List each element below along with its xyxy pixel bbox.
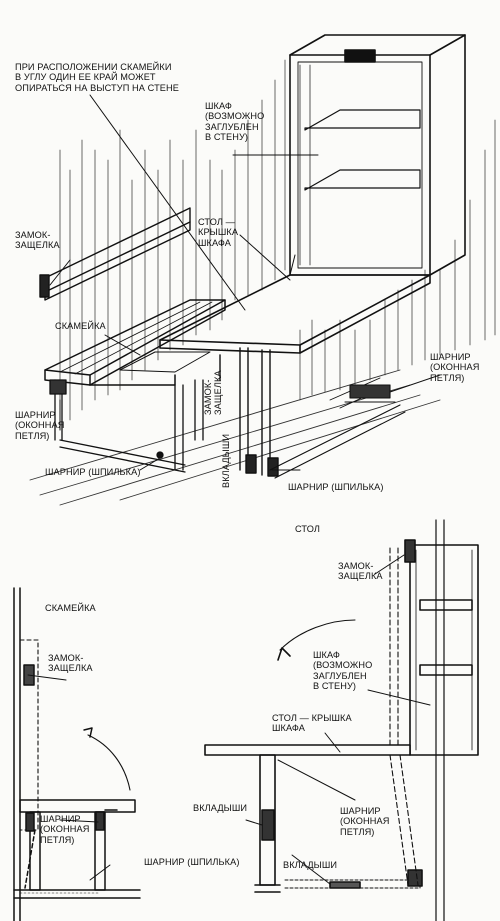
- bench-legs-iso: [49, 379, 204, 473]
- leader-lines-top: [49, 94, 441, 471]
- label-inserts-vertical: ВКЛАДЫШИ: [221, 433, 231, 488]
- bench-side-view: [13, 587, 141, 921]
- latch-bar-iso: [39, 207, 191, 301]
- leader-lines-bottom: [27, 554, 431, 885]
- cabinet-iso: [289, 34, 466, 276]
- label-table-top: СТОЛ — КРЫШКА ШКАФА: [198, 217, 239, 248]
- label-table-heading: СТОЛ: [295, 524, 321, 534]
- label-table-latch: ЗАМОК- ЗАЩЕЛКА: [338, 561, 383, 582]
- label-latch-vertical: ЗАМОК- ЗАЩЕЛКА: [203, 370, 224, 415]
- label-table-top-side: СТОЛ — КРЫШКА ШКАФА: [272, 713, 352, 734]
- label-bench-hinge-window: ШАРНИР (ОКОННАЯ ПЕТЛЯ): [40, 814, 90, 845]
- label-bench-latch: ЗАМОК- ЗАЩЕЛКА: [48, 653, 93, 674]
- bench-iso: [44, 299, 226, 386]
- label-corner-note: ПРИ РАСПОЛОЖЕНИИ СКАМЕЙКИ В УГЛУ ОДИН ЕЕ…: [15, 62, 179, 93]
- label-hinge-pin-left: ШАРНИР (ШПИЛЬКА): [45, 467, 141, 477]
- hinge-window-right-iso: [344, 384, 396, 403]
- label-bench-heading: СКАМЕЙКА: [45, 603, 96, 613]
- table-side-view: [204, 519, 479, 921]
- wall-hatching: [59, 59, 496, 431]
- label-hinge-window-right: ШАРНИР (ОКОННАЯ ПЕТЛЯ): [430, 352, 480, 383]
- table-top-iso: [159, 254, 431, 354]
- label-table-hinge-window: ШАРНИР (ОКОННАЯ ПЕТЛЯ): [340, 806, 390, 837]
- label-latch: ЗАМОК- ЗАЩЕЛКА: [15, 230, 60, 251]
- label-inserts-bottom: ВКЛАДЫШИ: [283, 860, 338, 870]
- label-cabinet: ШКАФ (ВОЗМОЖНО ЗАГЛУБЛЕН В СТЕНУ): [205, 101, 265, 143]
- label-table-cabinet: ШКАФ (ВОЗМОЖНО ЗАГЛУБЛЕН В СТЕНУ): [313, 650, 373, 692]
- label-inserts-left: ВКЛАДЫШИ: [193, 803, 248, 813]
- floor-lines: [29, 369, 441, 506]
- label-bench-hinge-pin: ШАРНИР (ШПИЛЬКА): [144, 857, 240, 867]
- label-bench: СКАМЕЙКА: [55, 321, 106, 331]
- label-hinge-pin-right: ШАРНИР (ШПИЛЬКА): [288, 482, 384, 492]
- label-hinge-window-left: ШАРНИР (ОКОННАЯ ПЕТЛЯ): [15, 410, 65, 441]
- table-legs-iso: [219, 347, 406, 479]
